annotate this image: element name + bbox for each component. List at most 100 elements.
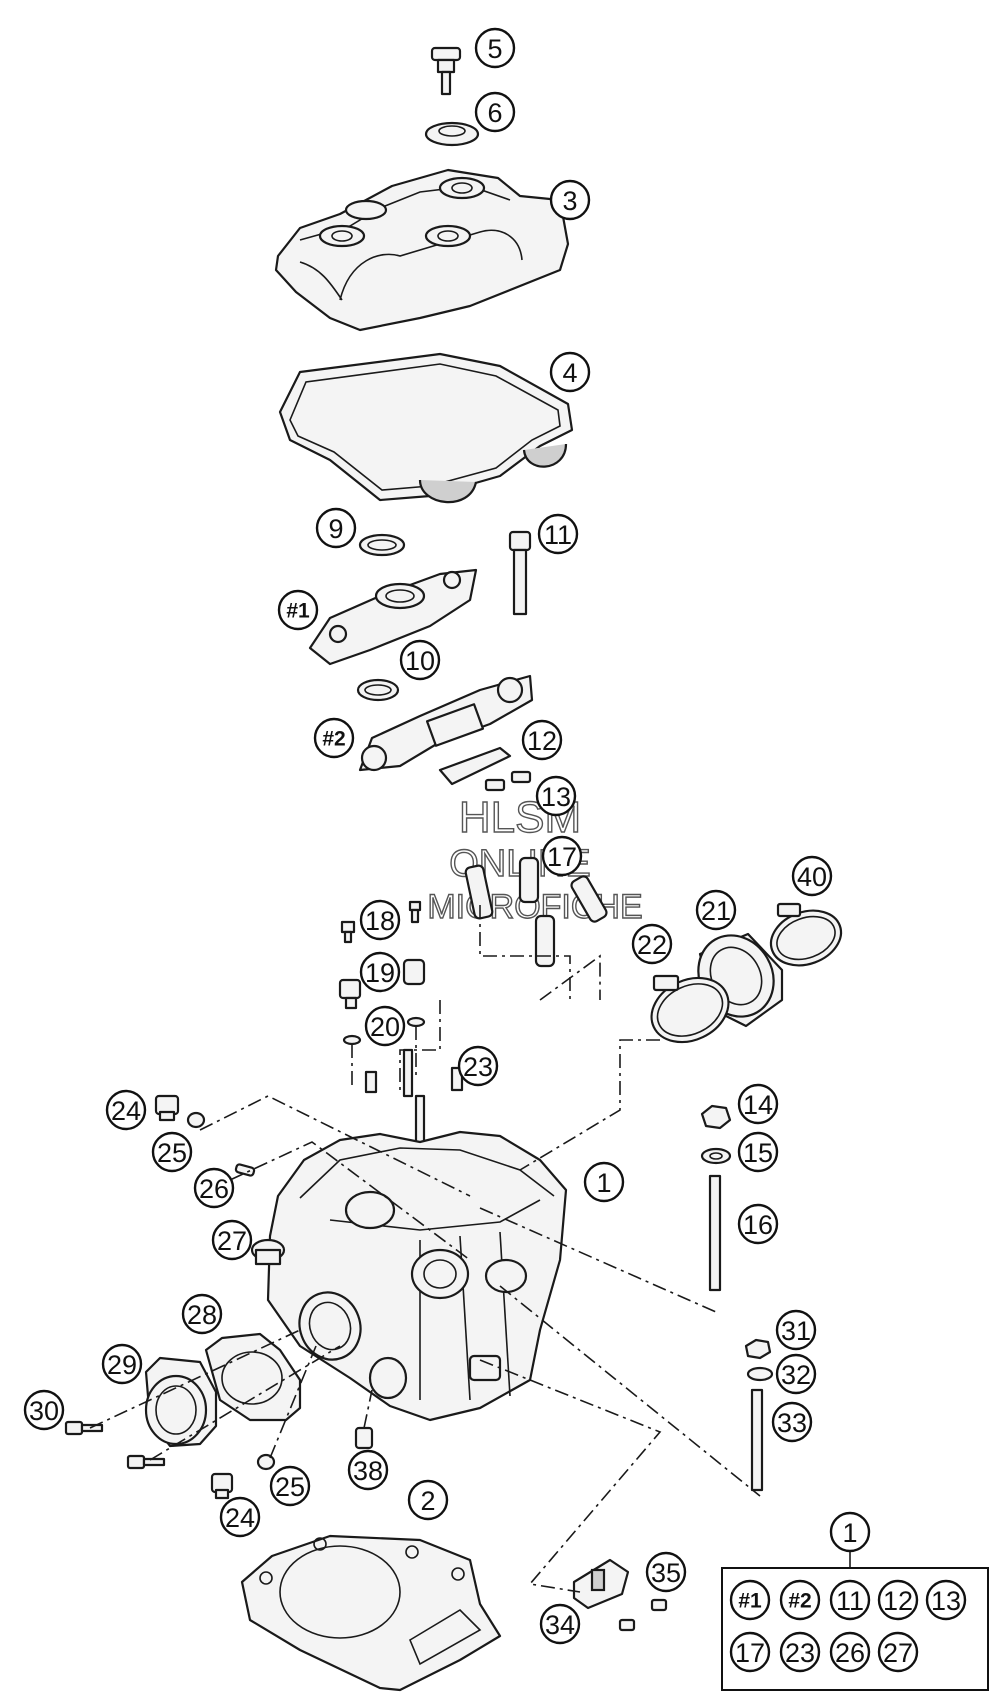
callout-circle bbox=[474, 91, 516, 133]
callout-label: 30 bbox=[29, 1396, 59, 1426]
callout-label: 10 bbox=[405, 646, 435, 676]
part-bearing-bridge-1 bbox=[308, 568, 478, 666]
callout-label: 1 bbox=[596, 1168, 611, 1198]
part-plugs-19 bbox=[338, 958, 426, 1010]
callout-label: 21 bbox=[701, 896, 731, 926]
callout-circle bbox=[457, 1045, 499, 1087]
callout-circle bbox=[583, 1161, 625, 1203]
part-valve-cover bbox=[274, 168, 570, 332]
part-bolts-30 bbox=[64, 1420, 166, 1470]
callout-label: 14 bbox=[743, 1090, 773, 1120]
part-stud-assembly-33 bbox=[744, 1338, 774, 1492]
callout-circle bbox=[101, 1343, 143, 1385]
callout-circle bbox=[539, 1603, 581, 1645]
callout-label: 24 bbox=[111, 1096, 141, 1126]
callout-circle bbox=[535, 775, 577, 817]
kit-item-2: #2 bbox=[779, 1579, 821, 1621]
callout-circle bbox=[695, 889, 737, 931]
callout-label: 26 bbox=[835, 1638, 865, 1668]
kit-item-6: 17 bbox=[729, 1631, 771, 1673]
callout-33: 33 bbox=[771, 1401, 813, 1443]
callout-36: 24 bbox=[219, 1496, 261, 1538]
callout-circle bbox=[729, 1579, 771, 1621]
callout-label: 11 bbox=[544, 520, 572, 550]
callout-label: 26 bbox=[199, 1174, 229, 1204]
callout-label: 13 bbox=[931, 1586, 961, 1616]
callout-circle bbox=[359, 899, 401, 941]
callout-circle bbox=[829, 1579, 871, 1621]
part-cylinder-head bbox=[266, 1130, 568, 1422]
callout-circle bbox=[474, 27, 516, 69]
kit-item-1: #1 bbox=[729, 1579, 771, 1621]
callout-label: 20 bbox=[370, 1012, 400, 1042]
callout-3: 3 bbox=[549, 179, 591, 221]
callout-circle bbox=[105, 1089, 147, 1131]
part-o-ring-9 bbox=[358, 533, 406, 557]
callout-label: 35 bbox=[651, 1558, 681, 1588]
callout-circle bbox=[877, 1579, 919, 1621]
callout-circle bbox=[151, 1131, 193, 1173]
part-o-ring-25-bottom bbox=[256, 1453, 276, 1471]
callout-35: 25 bbox=[269, 1465, 311, 1507]
callout-label: 27 bbox=[217, 1226, 247, 1256]
kit-header-callout: 1 bbox=[829, 1511, 871, 1553]
callout-circle bbox=[829, 1631, 871, 1673]
callout-7: #1 bbox=[277, 589, 319, 631]
callout-label: 34 bbox=[545, 1610, 575, 1640]
callout-label: 25 bbox=[275, 1472, 305, 1502]
callout-circle bbox=[315, 507, 357, 549]
callout-label: 13 bbox=[541, 782, 571, 812]
part-intake-flange-29 bbox=[144, 1356, 218, 1448]
callout-circle bbox=[779, 1631, 821, 1673]
callout-circle bbox=[775, 1353, 817, 1395]
part-intake-gasket-28 bbox=[204, 1332, 302, 1422]
callout-38: 35 bbox=[645, 1551, 687, 1593]
part-plug-24-top bbox=[154, 1094, 180, 1122]
callout-2: 6 bbox=[474, 91, 516, 133]
callout-label: 15 bbox=[743, 1138, 773, 1168]
kit-item-7: 23 bbox=[779, 1631, 821, 1673]
callout-12: 17 bbox=[541, 835, 583, 877]
callout-circle bbox=[313, 717, 355, 759]
callout-31: 31 bbox=[775, 1309, 817, 1351]
part-clamp-40 bbox=[769, 902, 843, 967]
part-bearing-bridge-2 bbox=[358, 674, 534, 772]
callout-label: 23 bbox=[463, 1052, 493, 1082]
callout-23: 1 bbox=[583, 1161, 625, 1203]
callout-11: 13 bbox=[535, 775, 577, 817]
part-plug-27 bbox=[250, 1238, 286, 1266]
part-o-ring-25-top bbox=[186, 1111, 206, 1129]
callout-circle bbox=[521, 719, 563, 761]
callout-circle bbox=[347, 1449, 389, 1491]
callout-label: 28 bbox=[187, 1300, 217, 1330]
callout-37: 2 bbox=[407, 1479, 449, 1521]
callout-circle bbox=[23, 1389, 65, 1431]
callout-label: 38 bbox=[353, 1456, 383, 1486]
callout-circle bbox=[775, 1309, 817, 1351]
callout-18: 40 bbox=[791, 855, 833, 897]
callout-circle bbox=[631, 923, 673, 965]
callout-label: 32 bbox=[781, 1360, 811, 1390]
callout-17: 22 bbox=[631, 923, 673, 965]
callout-10: 12 bbox=[521, 719, 563, 761]
callout-circle bbox=[549, 351, 591, 393]
part-screws-13 bbox=[484, 770, 532, 792]
callout-label: 4 bbox=[562, 358, 577, 388]
callout-label: 9 bbox=[328, 514, 343, 544]
part-dowel-26 bbox=[234, 1163, 256, 1177]
callout-circle bbox=[211, 1219, 253, 1261]
kit-item-5: 13 bbox=[925, 1579, 967, 1621]
part-cover-plate-34 bbox=[572, 1558, 630, 1610]
callout-15: 20 bbox=[364, 1005, 406, 1047]
callout-19: 23 bbox=[457, 1045, 499, 1087]
callout-circle bbox=[181, 1293, 223, 1335]
part-washer-20a bbox=[342, 1034, 362, 1046]
part-bolts-18 bbox=[340, 900, 422, 944]
part-head-gasket-2 bbox=[240, 1534, 502, 1692]
callout-20: 24 bbox=[105, 1089, 147, 1131]
callout-label: 17 bbox=[547, 842, 577, 872]
callout-27: 27 bbox=[211, 1219, 253, 1261]
callout-label: #1 bbox=[286, 600, 310, 623]
